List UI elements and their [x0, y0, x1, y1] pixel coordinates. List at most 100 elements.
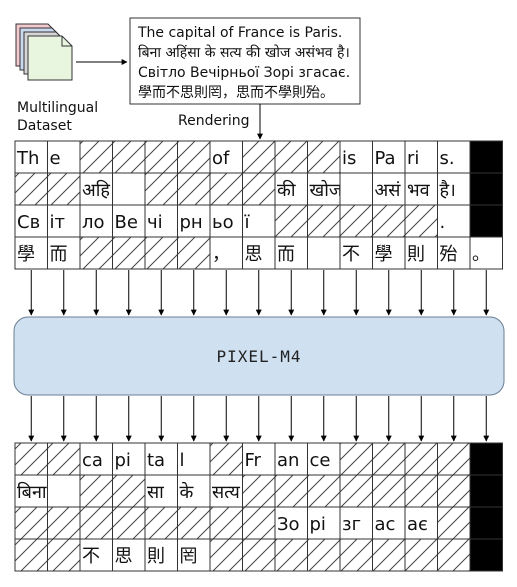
output-patch	[177, 538, 211, 572]
input-patch-text: рн	[180, 212, 203, 233]
input-patch-text: 而	[277, 244, 295, 265]
input-masked-patch	[144, 236, 178, 270]
input-patch-text: Pa	[375, 148, 396, 169]
input-patch	[242, 236, 276, 270]
input-patch	[47, 140, 81, 174]
output-patch	[79, 538, 113, 572]
input-patch-text: असं	[375, 180, 402, 201]
input-patch-text: 。	[472, 244, 490, 265]
input-patch	[209, 204, 243, 238]
output-patch-text: an	[277, 450, 299, 471]
input-masked-patch	[177, 140, 211, 174]
rendering-label: Rendering	[178, 113, 250, 129]
input-masked-patch	[242, 172, 276, 206]
input-black-patch	[469, 172, 503, 206]
input-patch-text: 思	[245, 244, 263, 265]
output-arrows	[28, 396, 490, 442]
output-masked-patch	[47, 506, 81, 540]
input-patch	[177, 204, 211, 238]
input-patch-text: ri	[407, 148, 419, 169]
output-black-patch	[469, 474, 503, 508]
input-patch	[14, 204, 48, 238]
output-patch-text: ає	[407, 514, 428, 535]
input-patch	[404, 140, 438, 174]
output-masked-patch	[372, 474, 406, 508]
input-black-patch	[469, 140, 503, 174]
output-masked-patch	[274, 538, 308, 572]
output-masked-patch	[242, 538, 276, 572]
model-label: PIXEL-M4	[216, 347, 301, 366]
document-line-2: बिना अहिंसा के सत्य की खोज असंभव है।	[138, 44, 350, 61]
output-patch-text: सत्य	[212, 482, 240, 503]
input-masked-patch	[307, 204, 341, 238]
input-patch	[437, 236, 471, 270]
input-masked-patch	[144, 140, 178, 174]
input-masked-patch	[79, 236, 113, 270]
input-masked-patch	[274, 204, 308, 238]
dataset-label-line2: Dataset	[17, 118, 72, 134]
output-masked-patch	[14, 538, 48, 572]
output-patch-text: बिना	[17, 481, 47, 503]
output-patch-text: 不	[82, 546, 100, 567]
output-patch-text: सा	[147, 482, 164, 503]
output-patch-text: pi	[115, 450, 131, 471]
output-patch	[339, 506, 373, 540]
input-patch-text: e	[50, 148, 61, 169]
document-line-1: The capital of France is Paris.	[137, 25, 342, 41]
input-patch-text: is	[342, 148, 356, 169]
input-patch	[112, 172, 146, 206]
input-patch	[209, 236, 243, 270]
input-patch-text: s.	[440, 148, 455, 169]
output-masked-patch	[437, 538, 471, 572]
output-patch-text: ас	[375, 514, 396, 535]
output-masked-patch	[404, 474, 438, 508]
input-patch	[242, 204, 276, 238]
input-patch-text: ьо	[212, 212, 234, 233]
output-patch-text: 則	[147, 546, 165, 567]
input-masked-patch	[339, 204, 373, 238]
input-patch-text: है।	[440, 179, 456, 201]
output-masked-patch	[372, 442, 406, 476]
input-patch	[307, 236, 341, 270]
input-patch	[437, 172, 471, 206]
output-patch-text: рі	[310, 514, 326, 535]
input-patch	[372, 140, 406, 174]
output-patch	[47, 474, 81, 508]
output-masked-patch	[339, 442, 373, 476]
output-patch-text: ca	[82, 450, 103, 471]
output-masked-patch	[274, 474, 308, 508]
dataset-label-line1: Multilingual	[17, 100, 98, 116]
output-masked-patch	[112, 506, 146, 540]
input-masked-patch	[209, 172, 243, 206]
input-patch-text: іт	[50, 212, 66, 233]
output-masked-patch	[144, 506, 178, 540]
output-masked-patch	[339, 474, 373, 508]
input-masked-patch	[79, 140, 113, 174]
output-patch	[307, 442, 341, 476]
input-patch	[469, 236, 503, 270]
output-masked-patch	[242, 506, 276, 540]
input-masked-patch	[307, 140, 341, 174]
input-patch-text: ，	[212, 244, 230, 265]
output-patch	[14, 474, 48, 508]
output-masked-patch	[404, 442, 438, 476]
input-masked-patch	[177, 172, 211, 206]
input-masked-patch	[177, 236, 211, 270]
input-black-patch	[469, 204, 503, 238]
output-masked-patch	[47, 442, 81, 476]
input-patch-text: ї	[244, 212, 251, 233]
input-patch-text: of	[212, 148, 230, 169]
input-patch	[79, 204, 113, 238]
input-masked-patch	[144, 172, 178, 206]
output-patch	[144, 538, 178, 572]
output-masked-patch	[437, 474, 471, 508]
input-patch	[404, 236, 438, 270]
output-masked-patch	[437, 442, 471, 476]
input-patch-text: .	[440, 212, 446, 233]
input-patch-text: 而	[50, 244, 68, 265]
document-line-4: 學而不思則罔，思而不學則殆。	[138, 85, 334, 101]
input-masked-patch	[112, 140, 146, 174]
